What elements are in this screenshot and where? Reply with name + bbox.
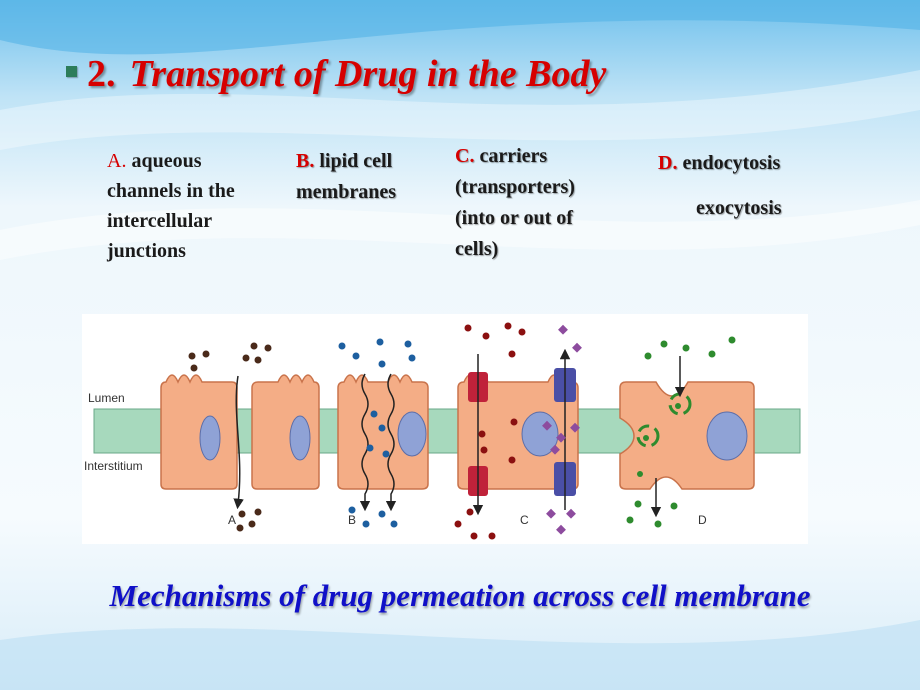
mechanism-a-line: intercellular — [107, 210, 213, 232]
panel-b-cell — [337, 373, 429, 512]
mechanism-b: B. lipid cell membranes — [296, 146, 396, 208]
mechanism-c-line: (into or out of — [455, 207, 573, 229]
mechanism-a: A. aqueous channels in the intercellular… — [107, 146, 235, 266]
cell — [251, 374, 320, 490]
panel-label-b: B — [348, 513, 356, 527]
bullet-icon — [66, 65, 77, 77]
mechanism-c-line: cells) — [455, 238, 499, 260]
permeation-figure: Lumen Interstitium — [82, 314, 808, 544]
panel-label-a: A — [228, 513, 236, 527]
mechanism-c-letter: C. — [455, 145, 475, 167]
mechanism-d: D. endocytosis exocytosis — [658, 141, 782, 231]
slide-title: 2. Transport of Drug in the Body — [66, 52, 606, 96]
cell — [619, 381, 755, 490]
mechanism-d-line: endocytosis — [682, 152, 781, 174]
panel-label-d: D — [698, 513, 707, 527]
mechanism-b-letter: B. — [296, 150, 315, 172]
mechanism-d-letter: D. — [658, 152, 678, 174]
interstitium-label: Interstitium — [84, 459, 143, 473]
diffusion-arrow — [359, 373, 371, 512]
panel-label-c: C — [520, 513, 529, 527]
lumen-label: Lumen — [88, 391, 125, 405]
title-text: Transport of Drug in the Body — [129, 53, 607, 95]
mechanism-c-line: (transporters) — [455, 176, 575, 198]
mechanism-b-line: membranes — [296, 181, 396, 203]
figure-caption: Mechanisms of drug permeation across cel… — [109, 578, 811, 613]
nucleus — [397, 411, 427, 457]
mechanism-a-line: channels in the — [107, 180, 235, 202]
vesicle — [636, 424, 660, 448]
mechanism-b-line: lipid cell — [319, 150, 393, 172]
mechanism-a-line: junctions — [107, 240, 186, 262]
nucleus — [199, 415, 221, 461]
mechanism-a-line: aqueous — [131, 150, 202, 172]
drug-molecules — [188, 322, 736, 540]
cell — [337, 374, 429, 490]
cell — [160, 374, 238, 490]
paracellular-arrow — [233, 375, 244, 510]
panel-d-cell — [619, 356, 755, 518]
title-number: 2. — [87, 53, 116, 95]
panel-a-cells — [160, 374, 320, 510]
nucleus — [289, 415, 311, 461]
diffusion-arrow — [385, 373, 397, 512]
mechanism-c: C. carriers (transporters) (into or out … — [455, 141, 575, 265]
mechanism-d-line: exocytosis — [696, 197, 782, 219]
nucleus — [706, 411, 748, 461]
mechanism-c-line: carriers — [479, 145, 548, 167]
panel-c-cell — [457, 348, 579, 516]
mechanism-a-letter: A. — [107, 150, 127, 172]
